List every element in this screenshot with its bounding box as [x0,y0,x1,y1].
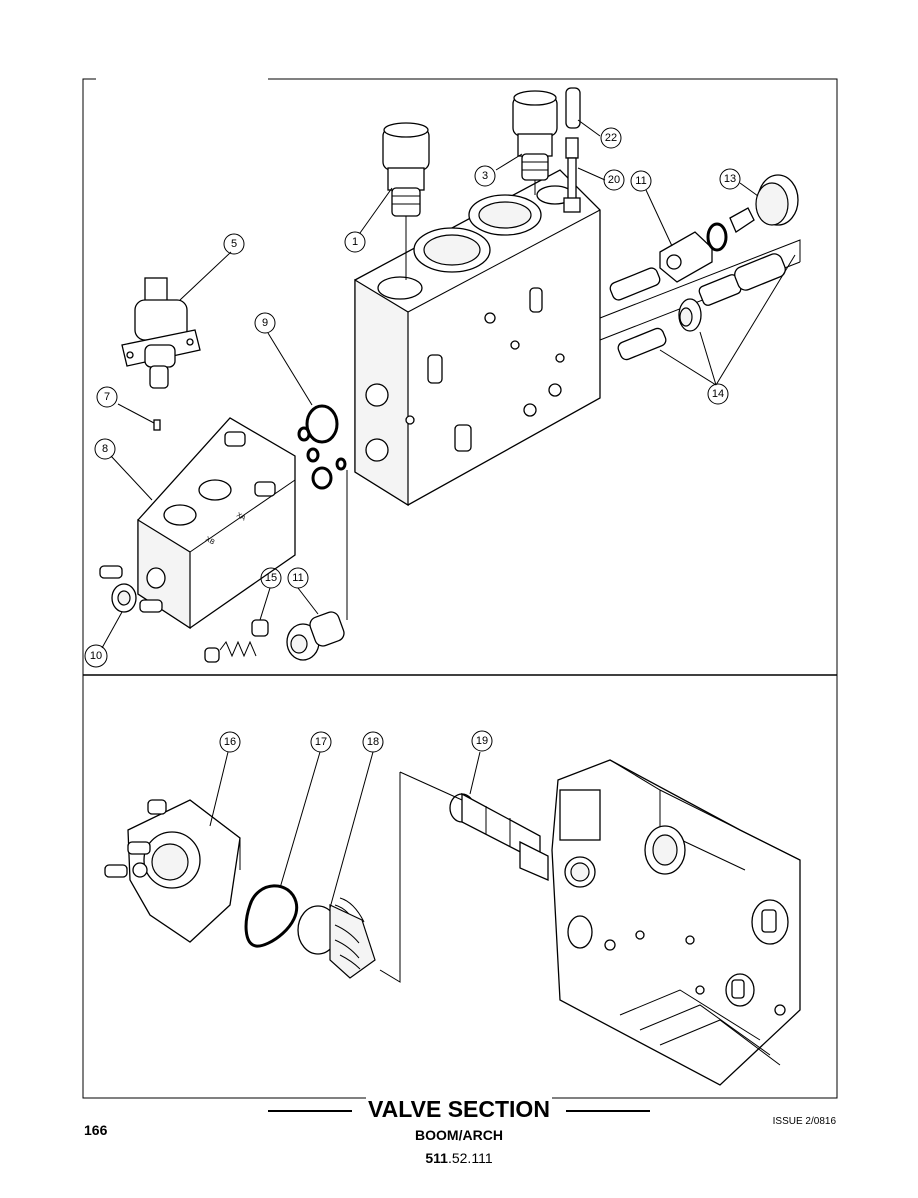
callout-label: 7 [104,391,110,403]
page-title: VALVE SECTION [0,1096,918,1123]
callout-label: 17 [315,736,327,748]
check-valve-spring [204,619,269,663]
assembly-lines [379,771,463,983]
callout-label: 13 [724,173,736,185]
callout-label: 22 [605,132,617,144]
callout-label: 20 [608,174,620,186]
small-pin [153,419,161,431]
callout-label: 5 [231,238,237,250]
callout-14: 14 [707,383,729,405]
callout-10: 10 [84,644,108,668]
o-ring-set [297,404,348,620]
callout-3: 3 [474,165,496,187]
seal-ring [244,884,299,948]
callout-label: 11 [292,572,303,584]
callout-label: 19 [476,735,488,747]
adapter-block: XB XA [137,417,296,630]
title-rule-right [566,1110,650,1112]
callout-label: 10 [90,650,102,662]
lower-valve-body [551,759,801,1086]
issue-label: ISSUE 2/0816 [772,1116,836,1127]
callout-17: 17 [310,731,332,753]
plunger-pin [563,87,581,213]
page-subtitle: BOOM/ARCH [415,1127,503,1143]
callout-15: 15 [260,567,282,589]
part-number: 511.52.111 [0,1150,918,1166]
leader-lines-upper [101,119,796,649]
spool-end-cap [659,174,799,283]
block-mark-xb: XB [204,536,216,547]
callout-label: 15 [265,572,277,584]
title-rule-left [268,1110,352,1112]
callout-label: 9 [262,317,268,329]
solenoid-valve [121,277,201,389]
page-title-text: VALVE SECTION [366,1096,552,1122]
callout-18: 18 [362,731,384,753]
callout-label: 18 [367,736,379,748]
callout-label: 14 [712,388,724,400]
part-number-bold: 511 [425,1150,448,1166]
relief-valve-cap [382,122,430,280]
spring-cover [104,799,241,943]
callout-13: 13 [719,168,741,190]
part-number-rest: .52.111 [447,1150,493,1166]
page-number: 166 [84,1122,108,1138]
callout-5: 5 [223,233,245,255]
callout-16: 16 [219,731,241,753]
callout-11-upper: 11 [630,170,652,192]
main-valve-body [354,169,601,507]
callout-label: 8 [102,443,108,455]
block-mark-xa: XA [235,512,247,523]
callout-22: 22 [600,127,622,149]
callout-11-lower: 11 [287,567,309,589]
return-spring [297,897,376,979]
callout-7: 7 [96,386,118,408]
callout-label: 1 [352,236,358,248]
relief-valve-cap-3 [512,90,558,195]
spool-assembly [609,253,786,361]
leader-lines-lower [209,751,481,909]
valve-spool [449,792,549,881]
callout-label: 11 [635,175,646,187]
port-plug-and-screws [99,565,166,613]
callout-9: 9 [254,312,276,334]
callout-8: 8 [94,438,116,460]
callout-20: 20 [603,169,625,191]
check-poppet [286,611,345,661]
callout-1: 1 [344,231,366,253]
callout-label: 3 [482,170,488,182]
callout-label: 16 [224,736,236,748]
callout-19: 19 [471,730,493,752]
